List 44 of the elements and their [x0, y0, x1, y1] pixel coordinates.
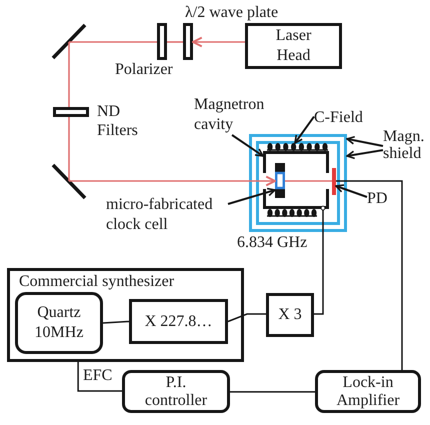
leader-arrow: [294, 116, 315, 144]
laser-beam: [69, 41, 157, 43]
callout-label: micro-fabricated clock cell: [106, 195, 228, 235]
component-label: λ/2 wave plate: [185, 3, 280, 22]
edge-label: EFC: [83, 366, 112, 385]
controller-box: P.I. controller: [122, 370, 230, 413]
coil-winding: [267, 143, 328, 151]
callout-label: PD: [367, 189, 397, 208]
leader-arrow: [346, 136, 384, 147]
callout-label: C-Field: [314, 108, 374, 127]
multiplier-box: X 3: [266, 293, 314, 337]
mirror: [51, 23, 87, 60]
synthesizer-panel: [7, 268, 244, 362]
laser-beam: [68, 117, 70, 181]
laser-head-box: Laser Head: [245, 23, 342, 69]
laser-beam: [167, 41, 183, 43]
laser-beam: [69, 176, 276, 186]
amplifier-box: Lock-in Amplifier: [315, 370, 421, 413]
oscillator-box: Quartz 10MHz: [15, 292, 103, 354]
component-label: Polarizer: [115, 60, 174, 79]
leader-arrow: [335, 184, 368, 198]
mirror: [51, 163, 87, 200]
magnetron-cavity: [263, 151, 329, 209]
signal-wire: [230, 391, 315, 393]
leader-arrow: [231, 134, 264, 157]
signal-wire: [336, 180, 403, 370]
signal-wire: [102, 320, 130, 324]
laser-beam: [68, 42, 70, 107]
callout-label: Magn. shield: [383, 128, 429, 162]
signal-wire: [77, 362, 122, 392]
component-label: ND Filters: [97, 102, 139, 140]
multiplier-box: X 227.8…: [129, 299, 228, 344]
clock-cell: [275, 163, 285, 198]
laser-beam: [285, 180, 332, 182]
photodiode: [332, 168, 336, 195]
magnetic-shield: [249, 134, 347, 232]
leader-arrow: [346, 149, 384, 160]
leader-arrow: [228, 188, 276, 205]
callout-label: Magnetron cavity: [194, 95, 274, 135]
signal-wire: [228, 313, 266, 322]
panel-title: Commercial synthesizer: [19, 272, 174, 292]
signal-wire: [314, 206, 326, 315]
edge-label: 6.834 GHz: [237, 233, 308, 252]
laser-beam: [192, 36, 245, 48]
